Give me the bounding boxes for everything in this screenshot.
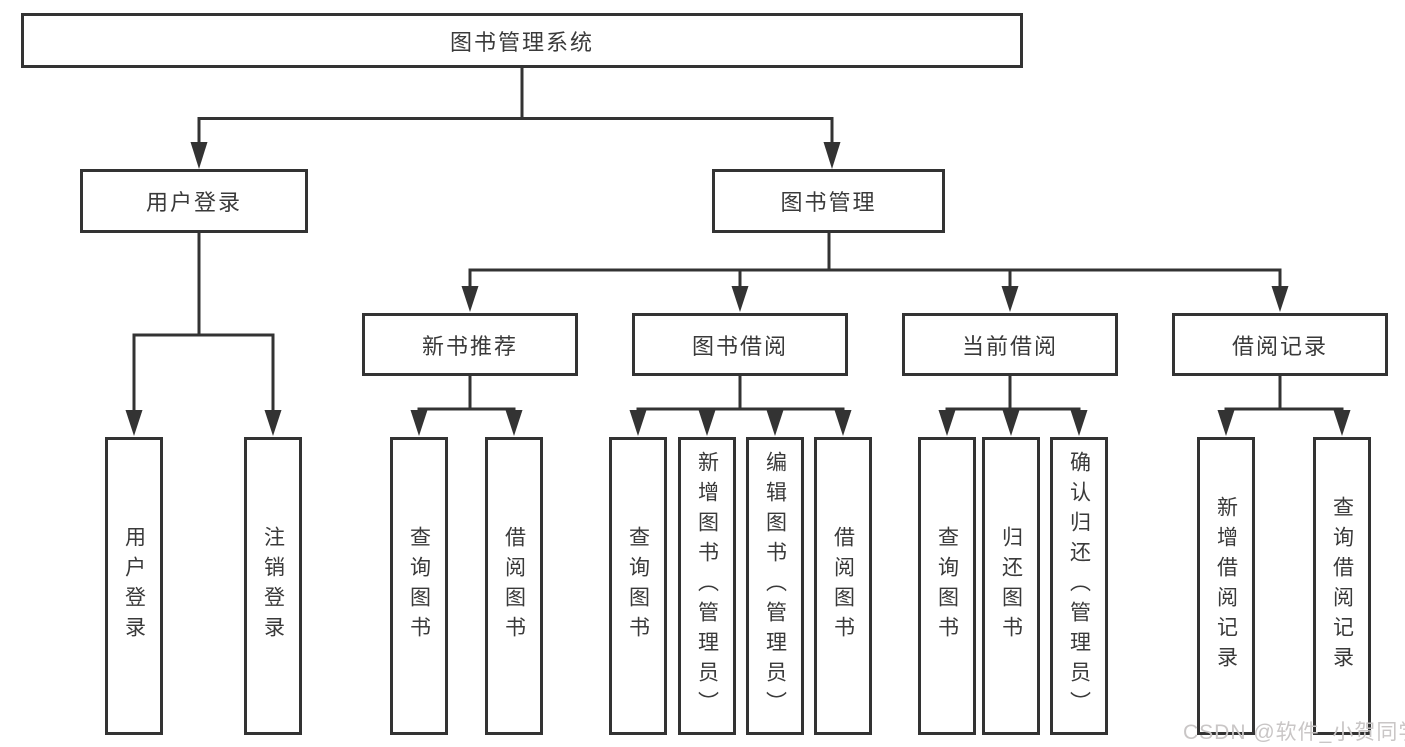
node-user-login: 用户登录 [80,169,308,233]
node-new-book-recommendation: 新书推荐 [362,313,578,376]
leaf-label: 查询图书 [407,526,431,646]
node-label: 图书管理系统 [449,29,594,55]
node-label: 图书管理 [780,190,877,215]
node-label: 图书借阅 [691,333,788,359]
leaf-query-books-current: 查询图书 [918,437,976,735]
leaf-label: 编辑图书（管理员） [763,451,787,721]
leaf-label: 查询图书 [935,526,959,646]
node-current-borrowing: 当前借阅 [902,313,1118,376]
csdn-watermark: CSDN @软件_小贺同学 [1183,721,1405,744]
leaf-user-login: 用户登录 [105,437,163,735]
leaf-return-books: 归还图书 [982,437,1040,735]
node-book-management: 图书管理 [712,169,945,233]
leaf-label: 用户登录 [122,526,146,646]
leaf-query-books-borrowing: 查询图书 [609,437,667,735]
leaf-borrow-books-borrowing: 借阅图书 [814,437,872,735]
leaf-label: 确认归还（管理员） [1067,451,1091,721]
arrowheads [125,142,1351,436]
leaf-add-borrow-record: 新增借阅记录 [1197,437,1255,735]
leaf-label: 新增借阅记录 [1214,496,1238,676]
node-book-borrowing: 图书借阅 [632,313,848,376]
leaf-logout: 注销登录 [244,437,302,735]
node-label: 用户登录 [145,190,242,215]
leaf-label: 新增图书（管理员） [695,451,719,721]
leaf-query-books-recommend: 查询图书 [390,437,448,735]
leaf-label: 借阅图书 [502,526,526,646]
node-label: 借阅记录 [1231,333,1328,359]
leaf-confirm-return-admin: 确认归还（管理员） [1050,437,1108,735]
node-borrowing-records: 借阅记录 [1172,313,1388,376]
leaf-label: 查询图书 [626,526,650,646]
leaf-label: 借阅图书 [831,526,855,646]
leaf-borrow-books-recommend: 借阅图书 [485,437,543,735]
leaf-query-borrow-record: 查询借阅记录 [1313,437,1371,735]
leaf-label: 归还图书 [999,526,1023,646]
leaf-label: 查询借阅记录 [1330,496,1354,676]
leaf-edit-book-admin: 编辑图书（管理员） [746,437,804,735]
leaf-add-book-admin: 新增图书（管理员） [678,437,736,735]
node-label: 当前借阅 [961,333,1058,359]
leaf-label: 注销登录 [261,526,285,646]
node-label: 新书推荐 [421,333,518,359]
node-library-management-system: 图书管理系统 [21,13,1023,68]
